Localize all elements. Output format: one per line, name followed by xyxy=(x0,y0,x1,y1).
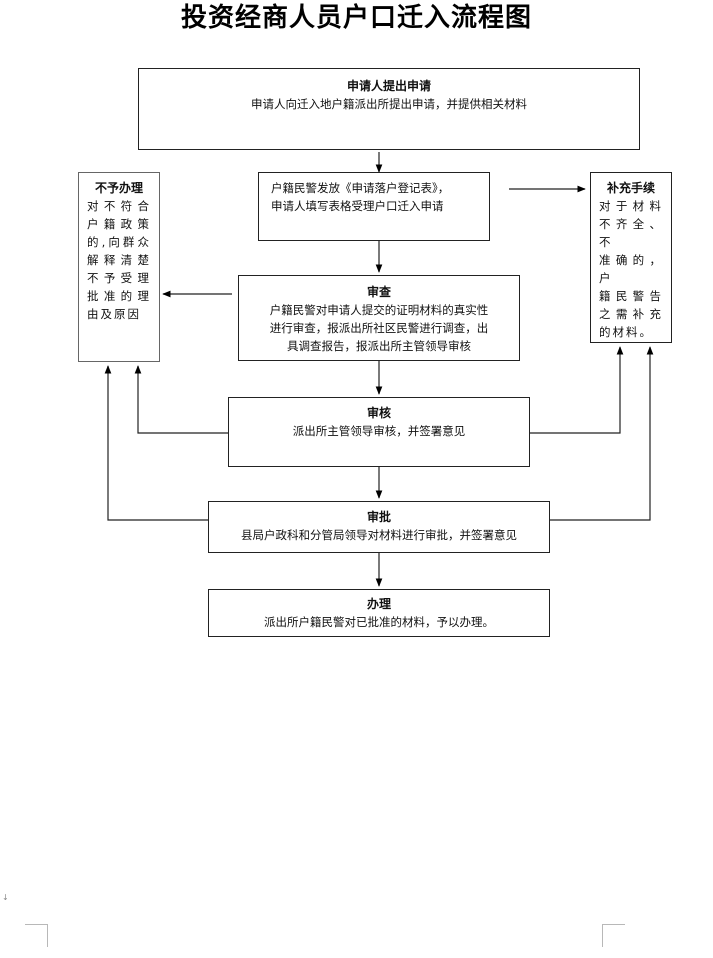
step-supplement-line: 不齐全、不 xyxy=(599,217,663,249)
arrow-approve-to-supplement xyxy=(550,346,654,521)
step-audit-text: 派出所主管领导审核，并签署意见 xyxy=(292,424,466,438)
step-supplement-heading: 补充手续 xyxy=(606,181,655,195)
step-reject-line: 不予受理 xyxy=(87,271,151,285)
page-corner-mark-right xyxy=(602,924,625,947)
arrow-approve-to-reject xyxy=(104,365,208,521)
step-supplement-box: 补充手续 对于材料 不齐全、不 准确的，户 籍民警告 之需补充 的材料。 xyxy=(590,172,672,343)
step-reject-line: 对不符合 xyxy=(87,199,151,213)
step-handle-heading: 办理 xyxy=(366,597,391,611)
step-reject-line: 批准的理 xyxy=(87,289,151,303)
step-audit-heading: 审核 xyxy=(366,406,391,420)
step-supplement-line: 对于材料 xyxy=(599,199,663,213)
arrow-audit-to-reject xyxy=(134,365,228,434)
document-title: 投资经商人员户口迁入流程图 xyxy=(180,3,532,33)
step-review-line: 具调查报告，报派出所主管领导审核 xyxy=(287,339,471,353)
step-approve-text: 县局户政科和分管局领导对材料进行审批，并签署意见 xyxy=(241,528,517,542)
step-review-box: 审查 户籍民警对申请人提交的证明材料的真实性 进行审查，报派出所社区民警进行调查… xyxy=(238,275,520,361)
step-supplement-line: 准确的，户 xyxy=(599,253,663,285)
step-apply-text: 申请人向迁入地户籍派出所提出申请，并提供相关材料 xyxy=(251,97,527,111)
step-approve-box: 审批 县局户政科和分管局领导对材料进行审批，并签署意见 xyxy=(208,501,550,553)
step-reject-line: 解释清楚 xyxy=(87,253,151,267)
step-reject-line: 户籍政策 xyxy=(87,217,151,231)
step-accept-box: 户籍民警发放《申请落户登记表》， 申请人填写表格受理户口迁入申请 xyxy=(258,172,490,241)
paragraph-mark-icon: ↓ xyxy=(2,893,9,902)
step-supplement-line: 之需补充 xyxy=(599,307,663,321)
step-audit-box: 审核 派出所主管领导审核，并签署意见 xyxy=(228,397,530,467)
page-corner-mark-left xyxy=(25,924,48,947)
step-accept-line: 申请人填写表格受理户口迁入申请 xyxy=(271,199,444,213)
step-review-line: 进行审查，报派出所社区民警进行调查，出 xyxy=(269,321,489,335)
step-supplement-line: 的材料。 xyxy=(599,325,653,339)
step-handle-text: 派出所户籍民警对已批准的材料，予以办理。 xyxy=(264,615,494,629)
step-reject-heading: 不予办理 xyxy=(94,181,143,195)
arrow-audit-to-supplement xyxy=(530,346,624,434)
step-approve-heading: 审批 xyxy=(366,510,391,524)
step-review-heading: 审查 xyxy=(366,285,391,299)
step-apply-heading: 申请人提出申请 xyxy=(346,79,431,93)
step-handle-box: 办理 派出所户籍民警对已批准的材料，予以办理。 xyxy=(208,589,550,637)
step-reject-line: 由及原因 xyxy=(87,307,141,321)
step-reject-line: 的,向群众 xyxy=(87,235,151,249)
step-review-line: 户籍民警对申请人提交的证明材料的真实性 xyxy=(269,303,489,317)
step-accept-line: 户籍民警发放《申请落户登记表》， xyxy=(271,181,450,195)
step-apply-box: 申请人提出申请 申请人向迁入地户籍派出所提出申请，并提供相关材料 xyxy=(138,68,640,150)
step-supplement-line: 籍民警告 xyxy=(599,289,663,303)
step-reject-box: 不予办理 对不符合 户籍政策 的,向群众 解释清楚 不予受理 批准的理 由及原因 xyxy=(78,172,160,362)
